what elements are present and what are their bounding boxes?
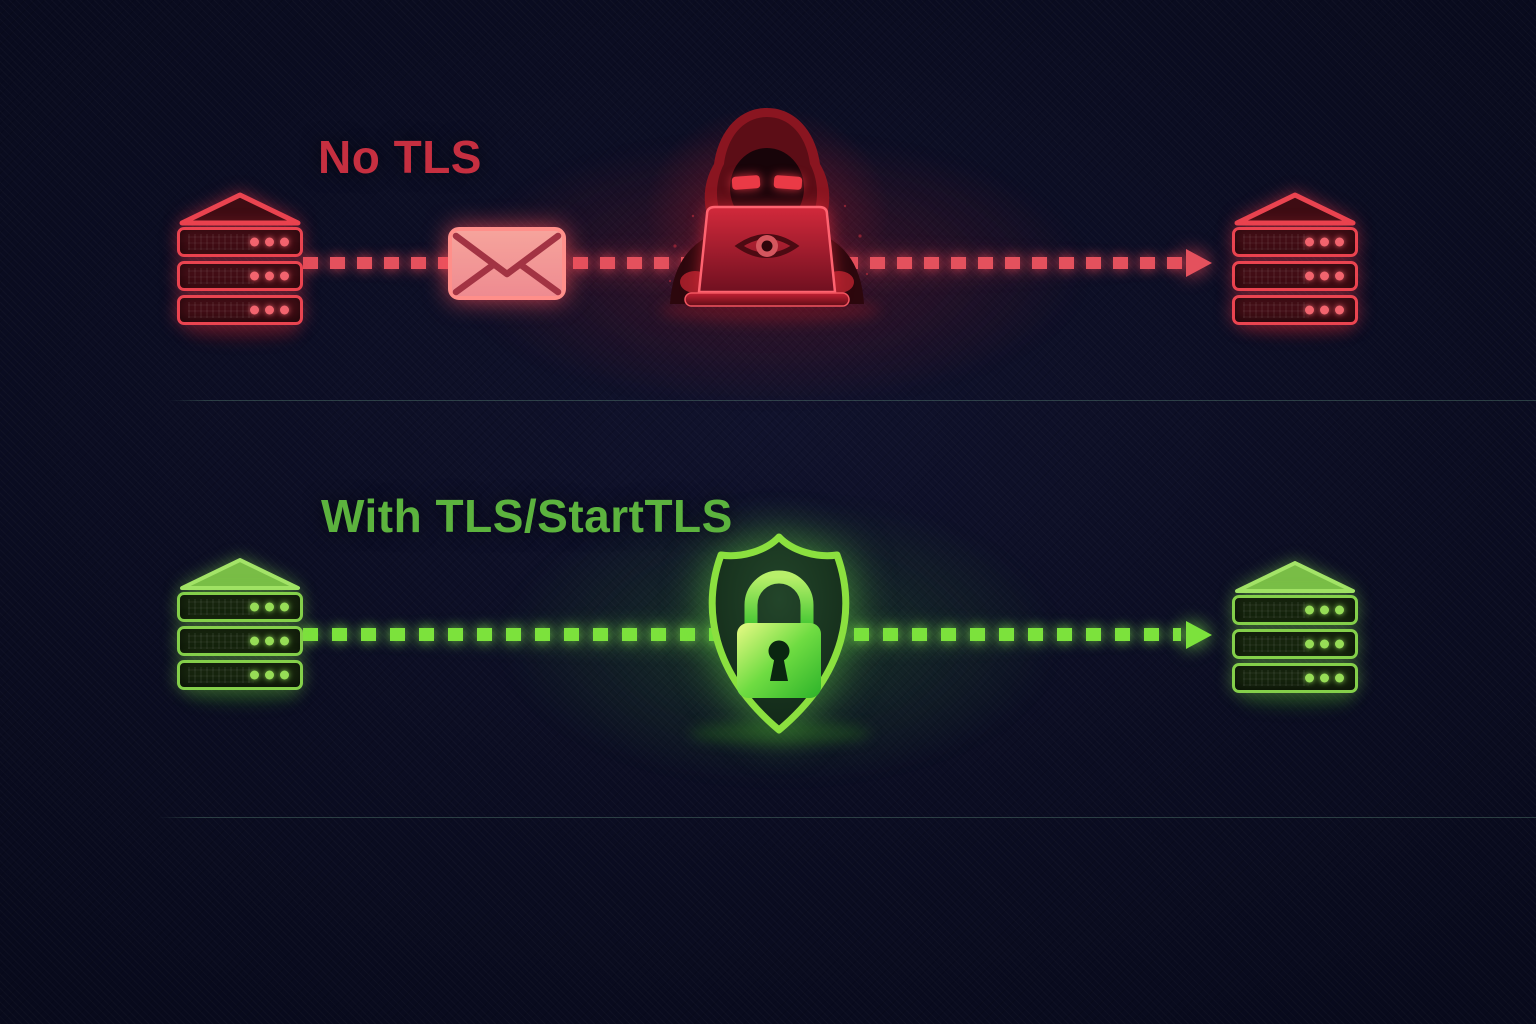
server-slab xyxy=(177,227,303,257)
server-slab xyxy=(177,261,303,291)
server-leds xyxy=(250,271,289,281)
server-leds xyxy=(1305,639,1344,649)
mail-server-icon xyxy=(1232,560,1358,693)
server-slab xyxy=(1232,629,1358,659)
section-divider xyxy=(168,400,1536,401)
server-slab xyxy=(1232,227,1358,257)
mail-server-icon xyxy=(1232,192,1358,325)
server-leds xyxy=(1305,305,1344,315)
server-leds xyxy=(1305,237,1344,247)
server-slab xyxy=(177,592,303,622)
server-roof xyxy=(179,192,301,226)
server-leds xyxy=(250,237,289,247)
server-slab xyxy=(1232,261,1358,291)
red-arrowhead-icon xyxy=(1186,249,1212,277)
server-leds xyxy=(250,670,289,680)
with-tls-label: With TLS/StartTLS xyxy=(321,490,733,542)
mail-server-icon xyxy=(177,192,303,325)
server-slab xyxy=(1232,663,1358,693)
server-roof xyxy=(1234,192,1356,226)
server-roof xyxy=(1235,561,1355,593)
no-tls-label: No TLS xyxy=(318,131,482,183)
server-roof xyxy=(180,558,300,590)
server-slab xyxy=(1232,595,1358,625)
mail-server-icon xyxy=(177,557,303,690)
server-leds xyxy=(1305,271,1344,281)
envelope-icon xyxy=(448,227,566,300)
section-divider xyxy=(158,817,1536,818)
server-leds xyxy=(1305,605,1344,615)
server-leds xyxy=(1305,673,1344,683)
green-arrowhead-icon xyxy=(1186,621,1212,649)
server-slab xyxy=(1232,295,1358,325)
server-leds xyxy=(250,305,289,315)
server-leds xyxy=(250,636,289,646)
server-slab xyxy=(177,626,303,656)
hacker-eavesdropper-icon xyxy=(645,106,889,316)
server-slab xyxy=(177,660,303,690)
server-slab xyxy=(177,295,303,325)
server-leds xyxy=(250,602,289,612)
shield-padlock-icon xyxy=(708,533,850,734)
